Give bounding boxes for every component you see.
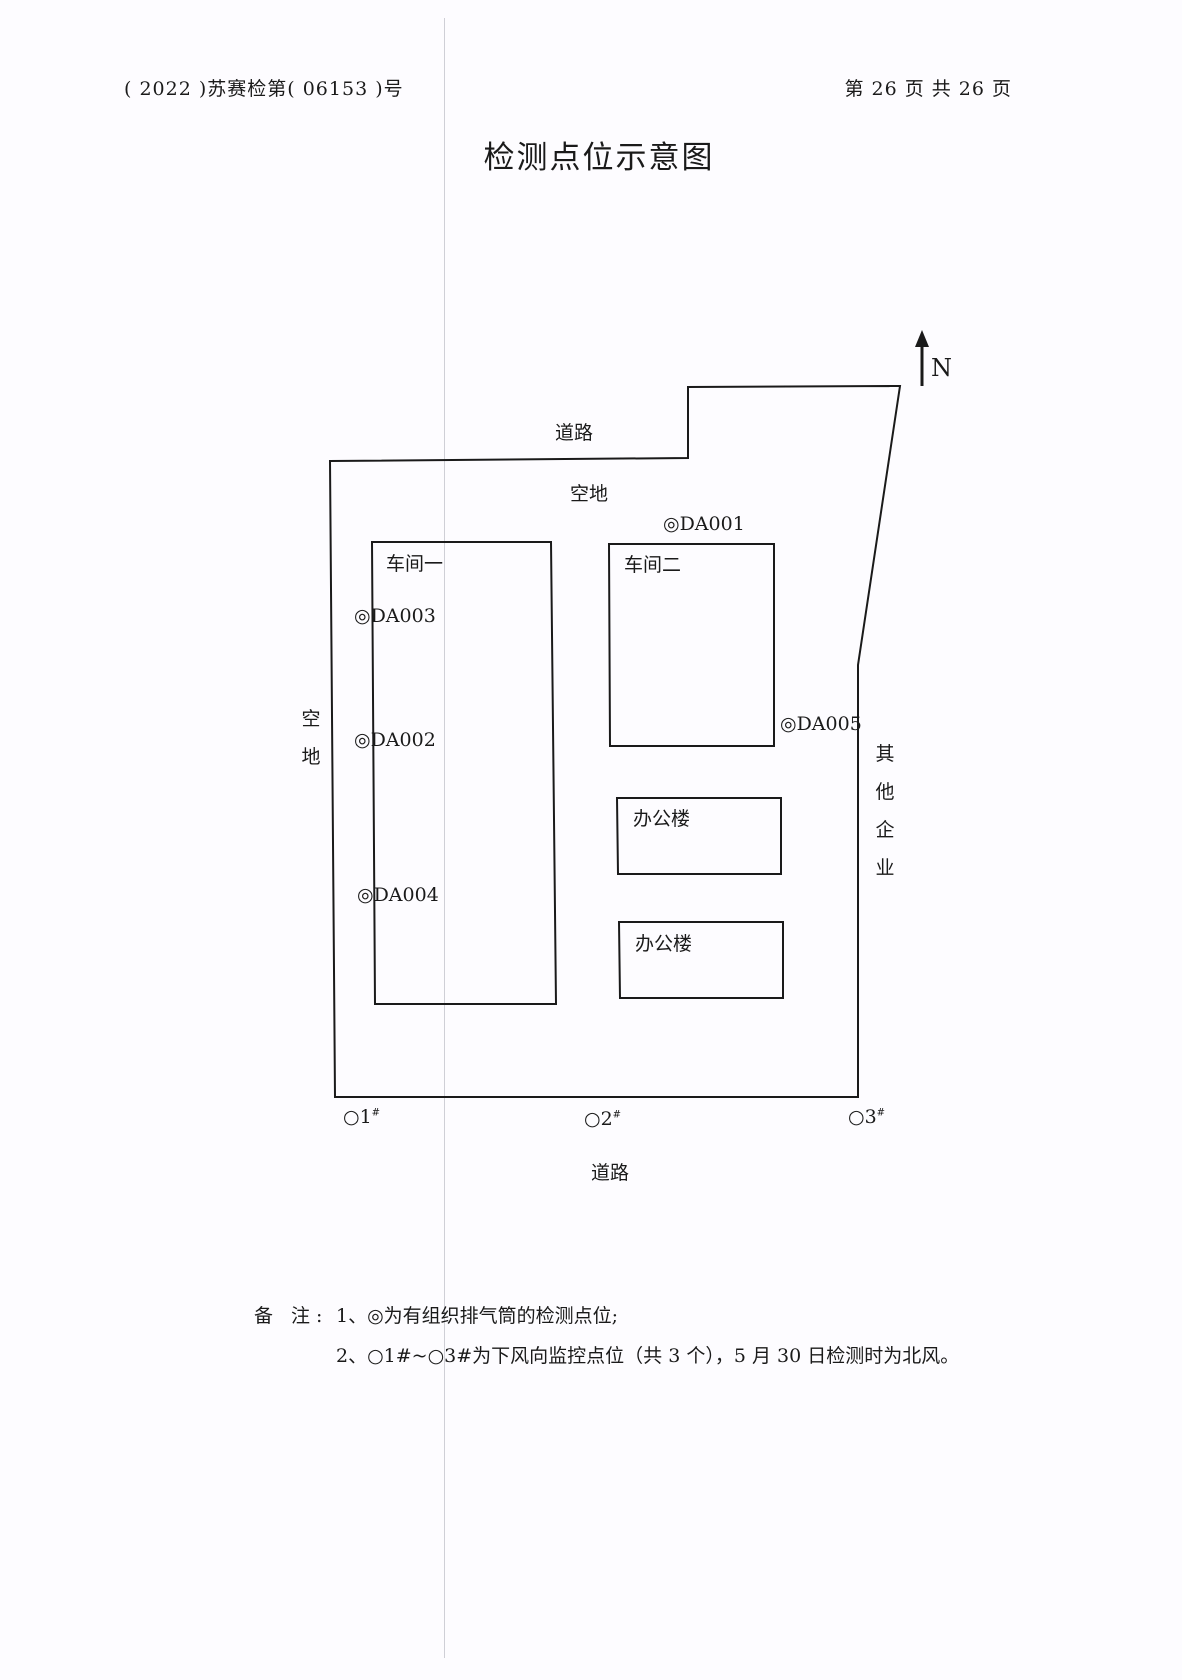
stack-point-da003: ◎DA003 — [354, 605, 436, 627]
road-north-label: 道路 — [555, 422, 594, 444]
site-boundary — [328, 384, 902, 1098]
notes-label: 备 注: — [254, 1305, 329, 1327]
notes-section: 备 注: 1、◎为有组织排气筒的检测点位; 2、○1#~○3#为下风向监控点位（… — [254, 1296, 959, 1376]
north-label: N — [931, 354, 952, 382]
workshop-2-outline — [607, 543, 775, 747]
open-land-west-label: 空 地 — [301, 708, 321, 768]
office-1-label: 办公楼 — [633, 808, 691, 830]
scan-fold-line — [444, 18, 445, 1658]
office-1-outline — [615, 797, 782, 875]
monitor-point-2: ○2# — [584, 1108, 622, 1130]
stack-point-da005: ◎DA005 — [780, 713, 862, 735]
note-line-2: 2、○1#~○3#为下风向监控点位（共 3 个），5 月 30 日检测时为北风。 — [336, 1345, 960, 1367]
monitor-point-1: ○1# — [343, 1106, 381, 1128]
stack-point-da002: ◎DA002 — [354, 729, 436, 751]
north-arrow-icon — [915, 330, 929, 386]
stack-point-da001: ◎DA001 — [663, 513, 745, 535]
road-south-label: 道路 — [591, 1162, 630, 1184]
stack-point-da004: ◎DA004 — [357, 884, 439, 906]
page-number: 第 26 页 共 26 页 — [844, 78, 1012, 100]
workshop-1-label: 车间一 — [386, 553, 444, 575]
report-number: ( 2022 )苏赛检第( 06153 )号 — [124, 78, 404, 100]
office-2-label: 办公楼 — [635, 933, 693, 955]
office-2-outline — [617, 921, 784, 999]
workshop-2-label: 车间二 — [624, 554, 682, 576]
open-land-north-label: 空地 — [570, 483, 609, 505]
monitor-point-3: ○3# — [848, 1106, 886, 1128]
neighbor-company-label: 其 他 企 业 — [875, 743, 895, 879]
page-title: 检测点位示意图 — [483, 140, 715, 176]
workshop-1-outline — [370, 541, 558, 1005]
note-line-1: 1、◎为有组织排气筒的检测点位; — [336, 1305, 619, 1327]
